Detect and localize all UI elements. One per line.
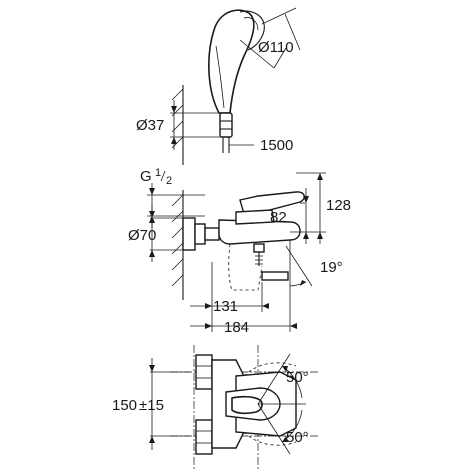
label-centers-150: 150 <box>112 397 137 414</box>
cartridge-cap <box>235 209 275 225</box>
label-swing-bottom: 50° <box>286 429 309 446</box>
label-centers-tol: ±15 <box>139 397 164 414</box>
label-thread-den: 2 <box>166 175 172 187</box>
rosette <box>182 217 196 251</box>
shower-head-outline <box>208 9 255 114</box>
dia110-extension-b <box>261 7 297 25</box>
shower-handle-line <box>215 45 225 109</box>
label-projection-184: 184 <box>224 319 249 336</box>
label-dia-110: Ø110 <box>258 39 294 56</box>
diverter-knob <box>253 243 265 253</box>
label-thread-num: 1 <box>155 167 161 179</box>
label-hose-length: 1500 <box>260 137 293 154</box>
swing-leg-top <box>257 353 291 405</box>
union-nut <box>204 227 220 241</box>
arrow-d37-bottom <box>171 137 177 144</box>
label-dia-70: Ø70 <box>128 227 156 244</box>
label-angle-19: 19° <box>320 259 343 276</box>
mixer-front-view: 150 ±15 50° 50° <box>112 345 320 470</box>
spout-aerator <box>261 271 289 281</box>
dia110-dim-line <box>284 13 301 51</box>
mixer-body <box>218 219 301 245</box>
eccentric-connector <box>194 223 206 245</box>
lever-front-grip <box>231 395 263 415</box>
label-height-82: 82 <box>270 209 287 226</box>
mixer-lever <box>239 191 306 215</box>
label-thread-g: G <box>140 168 152 185</box>
label-swing-top: 50° <box>286 369 309 386</box>
wall-holder <box>219 112 233 138</box>
label-projection-131: 131 <box>213 298 238 315</box>
swing-leg-bottom <box>257 403 291 455</box>
wall-hatch-mid <box>171 194 184 287</box>
shower-face-outline <box>239 10 265 51</box>
label-dia-37: Ø37 <box>136 117 164 134</box>
mixer-side-view: G 1 2 Ø70 128 <box>128 167 351 336</box>
connector-top <box>195 354 213 390</box>
dia110-extension-a <box>239 39 263 59</box>
connector-bottom <box>195 419 213 455</box>
label-height-128: 128 <box>326 197 351 214</box>
arrow-d37-top <box>171 106 177 113</box>
outlet-hidden-line <box>228 243 263 291</box>
shower-head-view: Ø110 Ø37 1500 <box>136 7 301 165</box>
